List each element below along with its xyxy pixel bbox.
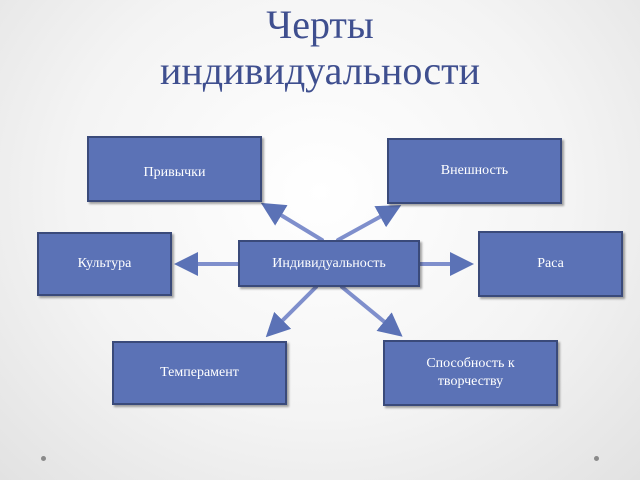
- slide-bullet-left: [41, 456, 46, 461]
- node-center-individualnost: Индивидуальность: [238, 240, 420, 287]
- node-tvorchestvo-text: Способность к творчеству: [426, 355, 514, 391]
- node-rasa-label: Раса: [537, 256, 564, 271]
- slide-title-line-2: индивидуальности: [159, 48, 481, 93]
- node-temperament: Темперамент: [112, 341, 287, 405]
- arrow-to-vneshnost: [336, 205, 402, 242]
- node-kultura: Культура: [37, 232, 172, 296]
- node-tvorchestvo-label-line-1: Способность к: [426, 356, 515, 371]
- node-kultura-label: Культура: [77, 256, 132, 271]
- node-center-label: Индивидуальность: [272, 255, 386, 271]
- arrow-to-privychki: [260, 202, 324, 242]
- node-tvorchestvo: Способность к творчеству: [383, 340, 558, 406]
- arrow-to-tvorchestvo: [340, 285, 403, 337]
- slide-title-line-1: Черты: [266, 2, 374, 47]
- node-vneshnost: Внешность: [387, 138, 562, 204]
- arrow-to-temperament: [265, 285, 318, 338]
- node-temperament-label: Темперамент: [160, 365, 239, 380]
- node-privychki: Привычки: [87, 136, 262, 202]
- node-privychki-label: Привычки: [143, 165, 206, 180]
- slide-bullet-right: [594, 456, 599, 461]
- node-rasa: Раса: [478, 231, 623, 297]
- node-vneshnost-label: Внешность: [440, 163, 509, 178]
- slide-title: Черты индивидуальности: [0, 2, 640, 94]
- node-tvorchestvo-label-line-2: творчеству: [437, 374, 504, 389]
